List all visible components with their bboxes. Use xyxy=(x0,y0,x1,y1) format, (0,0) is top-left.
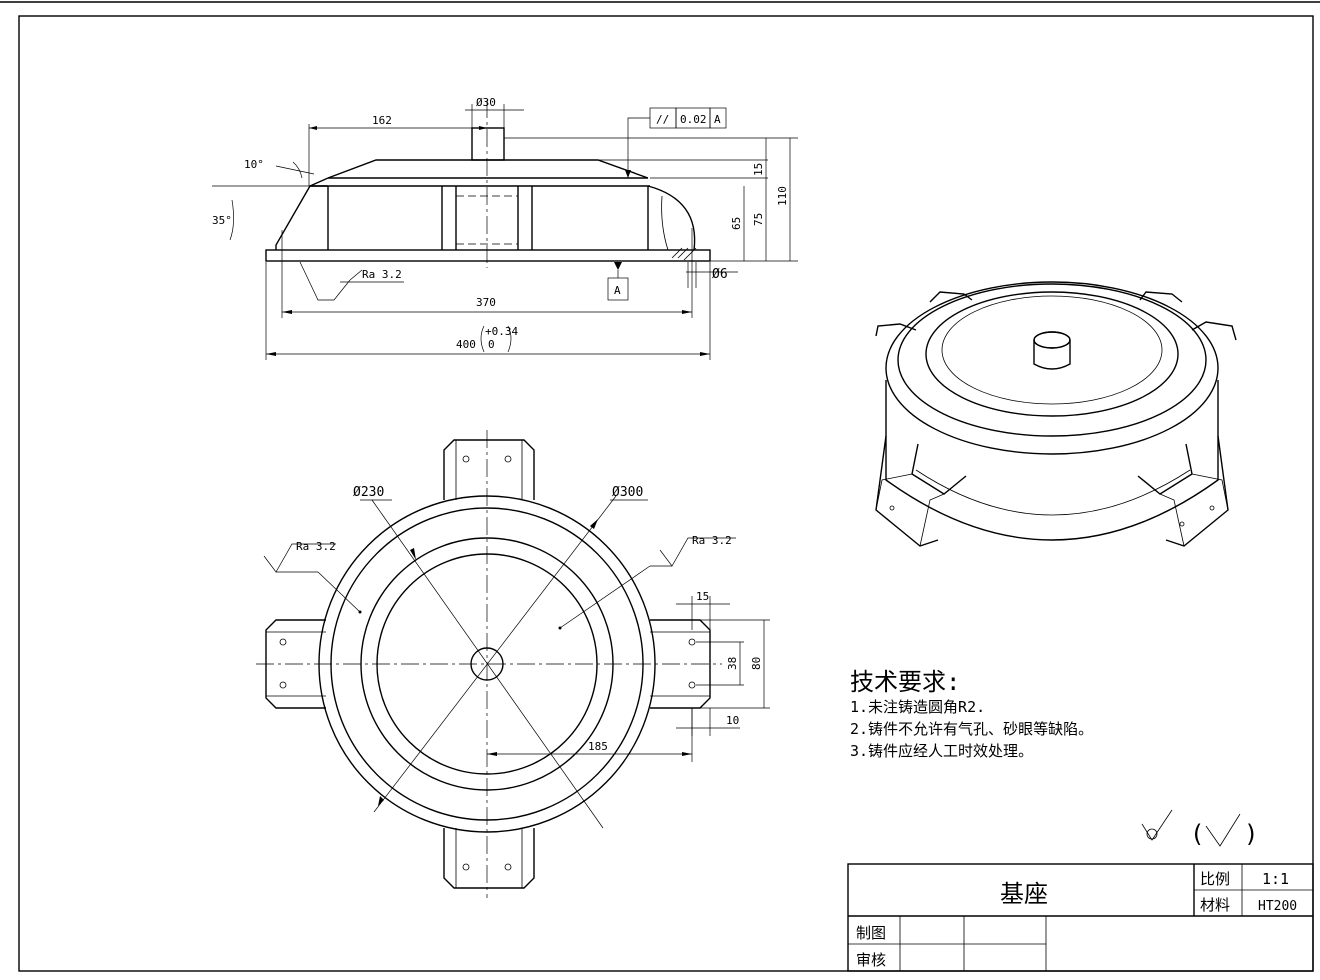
dim-h4: 110 xyxy=(776,186,789,206)
scale-label: 比例 xyxy=(1200,870,1230,888)
dim-h1: 15 xyxy=(752,163,765,176)
requirements-heading: 技术要求: xyxy=(850,668,960,696)
dim-angle-side: 35° xyxy=(212,214,232,227)
symbol-open-paren: ( xyxy=(1190,820,1204,848)
dim-hole-dia: Ø6 xyxy=(712,267,728,282)
dim-h2: 65 xyxy=(730,217,743,230)
technical-requirements: 技术要求: 1.未注铸造圆角R2. 2.铸件不允许有气孔、砂眼等缺陷。 3.铸件… xyxy=(850,668,1093,760)
tolerance-upper: +0.34 xyxy=(485,325,518,338)
dim-radius-to-lug: 185 xyxy=(588,740,608,753)
dim-dia-outer: Ø300 xyxy=(612,485,643,500)
checked-by-label: 审核 xyxy=(856,951,886,969)
parallelism-symbol: // xyxy=(656,113,669,126)
dim-lug-offset: 10 xyxy=(726,714,739,727)
requirement-item-1: 1.未注铸造圆角R2. xyxy=(850,698,985,716)
dim-lug-length: 80 xyxy=(750,657,763,670)
requirement-item-3: 3.铸件应经人工时效处理。 xyxy=(850,742,1033,760)
part-name: 基座 xyxy=(1000,880,1048,908)
tolerance-lower: 0 xyxy=(488,338,495,351)
plan-view: Ø230 Ø300 Ra 3.2 Ra 3.2 15 38 80 10 xyxy=(256,430,770,898)
dim-overall-length: 400 xyxy=(456,338,476,351)
sheet-border xyxy=(18,15,1314,972)
isometric-view xyxy=(875,281,1237,547)
parallelism-tolerance: 0.02 xyxy=(680,113,707,126)
dim-inner-length: 370 xyxy=(476,296,496,309)
symbol-close-paren: ) xyxy=(1244,820,1258,848)
dim-shaft-dia: Ø30 xyxy=(476,96,496,109)
datum-a-label: A xyxy=(614,284,621,297)
front-roughness: Ra 3.2 xyxy=(362,268,402,281)
dim-lug-width: 15 xyxy=(696,590,709,603)
requirement-item-2: 2.铸件不允许有气孔、砂眼等缺陷。 xyxy=(850,720,1093,738)
dim-lug-hole-spacing: 38 xyxy=(726,657,739,670)
title-block: 基座 比例 1:1 材料 HT200 制图 审核 xyxy=(847,863,1314,972)
general-surface-symbol: ( ) xyxy=(1141,809,1258,848)
front-view xyxy=(265,100,711,318)
dim-offset: 162 xyxy=(372,114,392,127)
drawn-by-label: 制图 xyxy=(856,924,886,942)
dim-h3: 75 xyxy=(752,213,765,226)
front-view-dimensions: Ø30 162 10° 35° // 0.02 A 15 65 75 xyxy=(212,96,798,360)
plan-roughness-right: Ra 3.2 xyxy=(692,534,732,547)
scale-value: 1:1 xyxy=(1262,870,1289,888)
parallelism-datum: A xyxy=(714,113,721,126)
plan-roughness-left: Ra 3.2 xyxy=(296,540,336,553)
dim-dia-inner: Ø230 xyxy=(353,485,384,500)
dim-angle-top: 10° xyxy=(244,158,264,171)
material-value: HT200 xyxy=(1258,899,1297,914)
material-label: 材料 xyxy=(1200,896,1230,914)
